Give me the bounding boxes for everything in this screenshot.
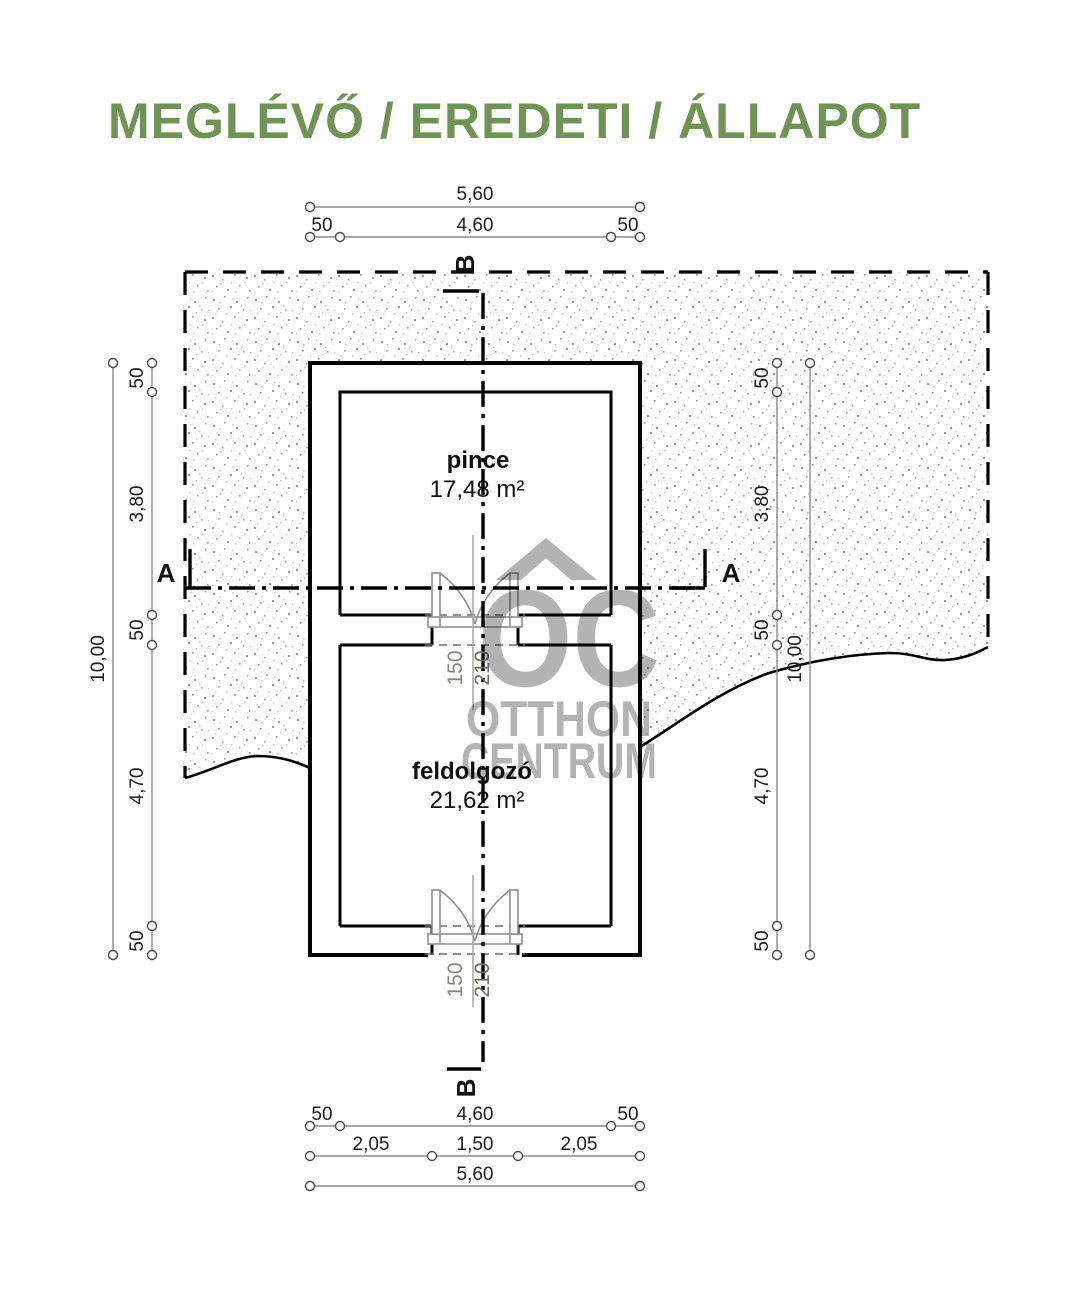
section-line-BB: B B: [443, 255, 485, 1098]
outer-wall: [308, 361, 642, 957]
drawing-title: MEGLÉVŐ / EREDETI / ÁLLAPOT: [108, 93, 922, 149]
entrance-door: [427, 889, 523, 945]
door-size-labels: 150 210 150 210: [444, 650, 494, 997]
dim-left-wall-bottom: 50: [127, 930, 148, 951]
dim-right-wall-bottom: 50: [752, 930, 773, 951]
watermark: OC OTTHON CENTRUM: [461, 538, 660, 789]
dim-right-upper: 3,80: [752, 486, 773, 523]
room-area-pince: 17,48 m²: [430, 476, 525, 503]
watermark-line1: OTTHON: [466, 691, 652, 747]
watermark-roof-icon: [496, 538, 597, 580]
dim-top-wall-left: 50: [311, 215, 332, 236]
dim-right-lower: 4,70: [752, 768, 773, 805]
room-labels: pince 17,48 m² feldolgozó 21,62 m²: [412, 447, 532, 814]
door-threshold-dashes: [425, 614, 525, 955]
section-label-a-left: A: [157, 558, 176, 588]
dim-bottom-wall-right: 50: [617, 1104, 638, 1125]
section-line-AA: A A: [157, 549, 741, 590]
dim-top-inner: 4,60: [457, 215, 494, 236]
section-label-a-right: A: [722, 558, 741, 588]
dim-left-wall-top: 50: [127, 367, 148, 388]
room-area-feldolgozo: 21,62 m²: [430, 787, 525, 814]
dim-top-wall-right: 50: [617, 215, 638, 236]
building-footprint: [310, 363, 640, 955]
dim-top-overall: 5,60: [457, 184, 494, 205]
dim-right-wall-top: 50: [752, 367, 773, 388]
watermark-line2: CENTRUM: [461, 733, 657, 789]
dim-bottom-wall-left: 50: [311, 1104, 332, 1125]
dim-right-wall-mid: 50: [752, 619, 773, 640]
section-label-b-top: B: [450, 255, 480, 274]
entrance-door-width-label: 150: [444, 962, 467, 997]
dim-bottom-seg-left: 2,05: [353, 1134, 390, 1155]
section-label-b-bottom: B: [451, 1079, 481, 1098]
middle-door-width-label: 150: [444, 650, 467, 685]
dim-left-lower: 4,70: [127, 768, 148, 805]
dimension-texts: 5,60 50 4,60 50 50 4,60 50 2,05 1,50 2,0…: [88, 184, 806, 1185]
room-name-pince: pince: [447, 447, 510, 474]
entrance-door-height-label: 210: [471, 962, 494, 997]
terrain-edge-line: [184, 645, 989, 780]
middle-door-height-label: 210: [471, 650, 494, 685]
plot-boundary-dashed: [183, 270, 990, 778]
dim-bottom-inner: 4,60: [457, 1104, 494, 1125]
dim-bottom-overall-seg: 2,05: [561, 1134, 598, 1155]
dimension-lines: [112, 206, 811, 1187]
dim-left-overall: 10,00: [88, 635, 109, 683]
dim-left-wall-mid: 50: [127, 619, 148, 640]
dim-bottom-door: 1,50: [457, 1134, 494, 1155]
room-name-feldolgozo: feldolgozó: [412, 758, 532, 785]
dimension-markers: [107, 201, 816, 1192]
dim-right-overall: 10,00: [785, 635, 806, 683]
dim-left-upper: 3,80: [127, 486, 148, 523]
ground-hatch-area: [185, 272, 988, 778]
dim-bottom-overall: 5,60: [457, 1164, 494, 1185]
watermark-monogram: OC: [478, 562, 660, 716]
